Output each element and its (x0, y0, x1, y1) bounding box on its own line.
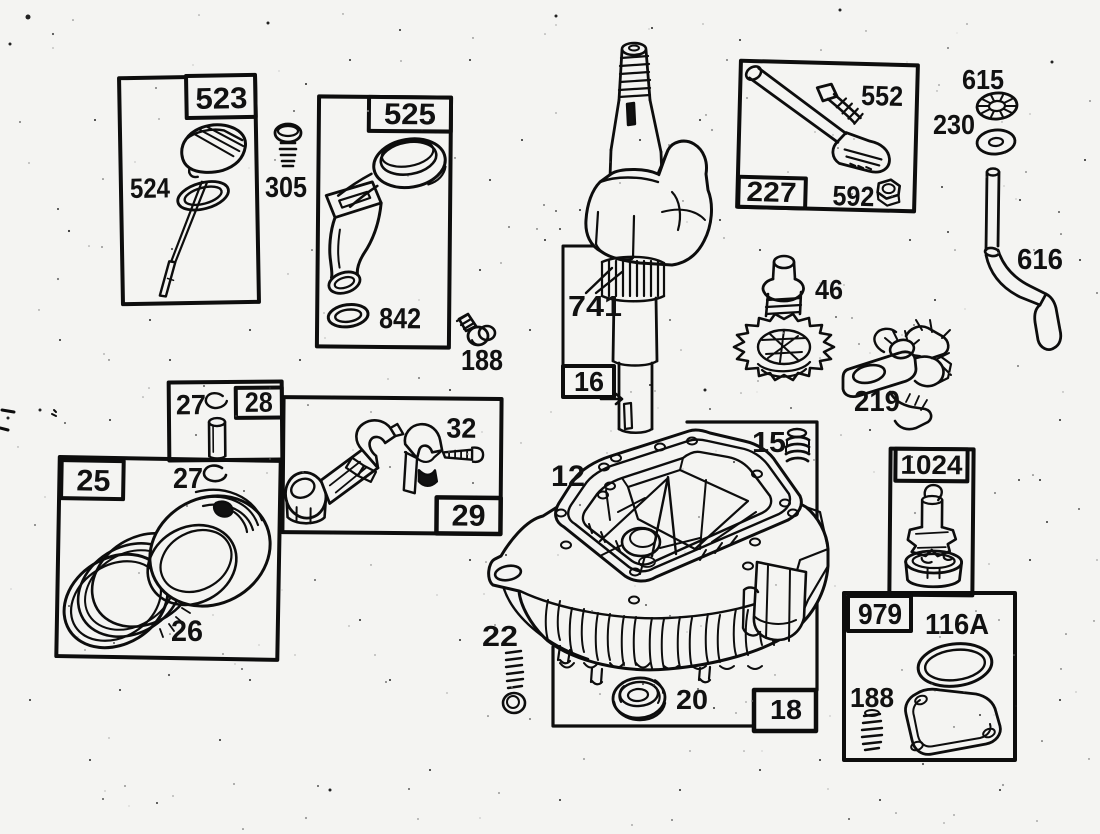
svg-text:12: 12 (551, 460, 585, 493)
svg-text:616: 616 (1017, 244, 1063, 276)
svg-text:22: 22 (482, 621, 518, 653)
svg-text:552: 552 (861, 80, 904, 112)
svg-text:27: 27 (176, 389, 206, 420)
svg-text:188: 188 (850, 682, 894, 713)
svg-text:16: 16 (574, 366, 604, 397)
svg-text:26: 26 (171, 615, 203, 648)
svg-text:615: 615 (962, 64, 1004, 95)
svg-text:20: 20 (676, 684, 708, 715)
svg-text:1024: 1024 (900, 450, 962, 481)
svg-text:741: 741 (568, 291, 622, 323)
svg-text:524: 524 (130, 172, 171, 204)
svg-text:25: 25 (76, 464, 111, 498)
svg-text:116A: 116A (925, 609, 989, 641)
svg-text:15: 15 (752, 427, 786, 459)
svg-text:46: 46 (815, 274, 843, 305)
svg-text:29: 29 (451, 500, 485, 533)
svg-text:227: 227 (746, 176, 797, 208)
svg-text:979: 979 (858, 599, 902, 631)
svg-text:188: 188 (461, 345, 503, 377)
svg-text:305: 305 (265, 172, 307, 204)
svg-text:32: 32 (446, 412, 476, 443)
svg-text:28: 28 (245, 387, 273, 418)
svg-text:592: 592 (832, 180, 875, 212)
svg-text:219: 219 (854, 386, 900, 418)
svg-text:230: 230 (933, 109, 975, 140)
svg-text:525: 525 (384, 98, 436, 131)
svg-text:842: 842 (379, 303, 421, 335)
svg-text:18: 18 (770, 694, 802, 725)
svg-text:523: 523 (195, 82, 248, 116)
svg-text:27: 27 (173, 463, 203, 495)
